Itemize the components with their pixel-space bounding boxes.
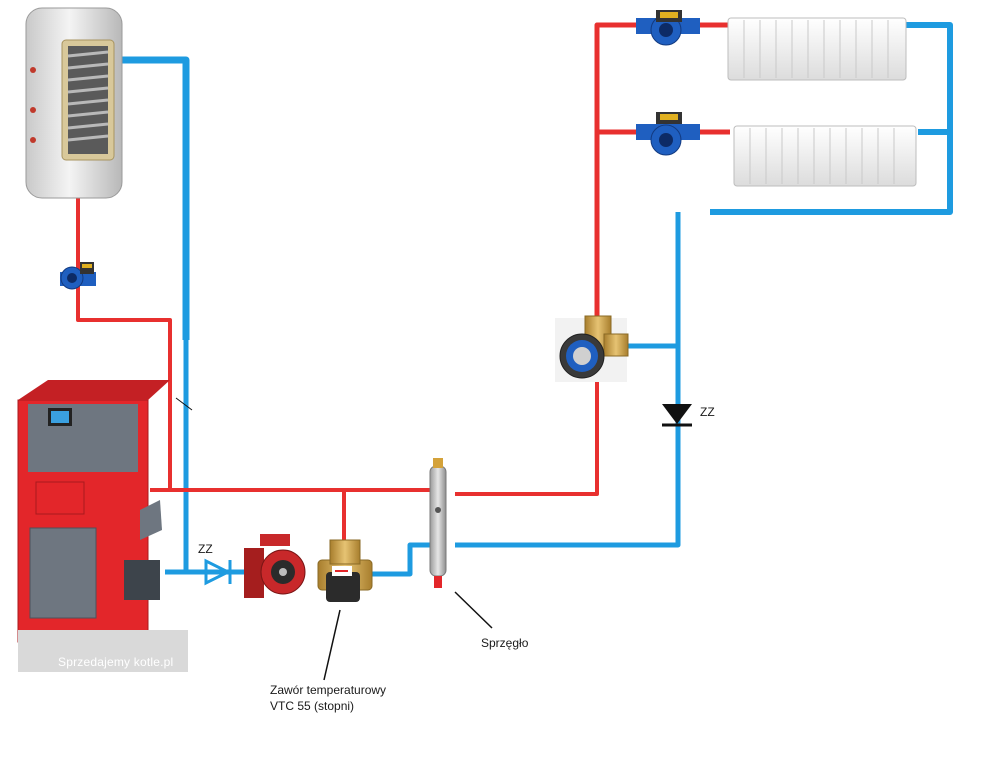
hot-supply-pipes [76, 22, 730, 545]
temp-valve-leader-line [323, 609, 341, 681]
temp-valve-label-line1: Zawór temperaturowy [270, 683, 387, 697]
coupler-return-pipe [455, 212, 681, 548]
boiler-pump [244, 534, 306, 598]
solid-fuel-boiler [17, 380, 188, 672]
coupler-label: Sprzęgło [481, 636, 529, 650]
radiator-1 [727, 17, 907, 81]
mixing-valve [555, 315, 629, 382]
check-valve-right-label: ZZ [700, 405, 715, 419]
coupler-supply-pipe [455, 370, 599, 496]
tank-pipe-tick [175, 397, 193, 411]
temp-valve-label-line2: VTC 55 (stopni) [270, 699, 355, 713]
tank-supply-pipe [76, 195, 172, 490]
coupler-leader-line [454, 591, 493, 629]
temperature-valve [317, 539, 373, 602]
valve-to-coupler-pipe [372, 542, 430, 577]
cold-return-pipes [120, 22, 953, 577]
radiator-pump-1 [636, 10, 700, 46]
check-valve-left-label: ZZ [198, 542, 213, 556]
hot-water-tank [25, 7, 123, 199]
watermark: Sprzedajemy kotle.pl [58, 655, 174, 669]
hydraulic-coupler [429, 458, 447, 588]
tank-return-pipe [120, 56, 190, 340]
check-valve-right-symbol [662, 404, 692, 427]
radiator-pump-2 [636, 112, 700, 156]
riser-supply-pipe [594, 22, 640, 320]
tank-circulation-pump [60, 262, 96, 290]
radiator-2 [733, 125, 917, 187]
check-valve-left-symbol [204, 558, 232, 586]
radiator-return-main [710, 22, 953, 215]
